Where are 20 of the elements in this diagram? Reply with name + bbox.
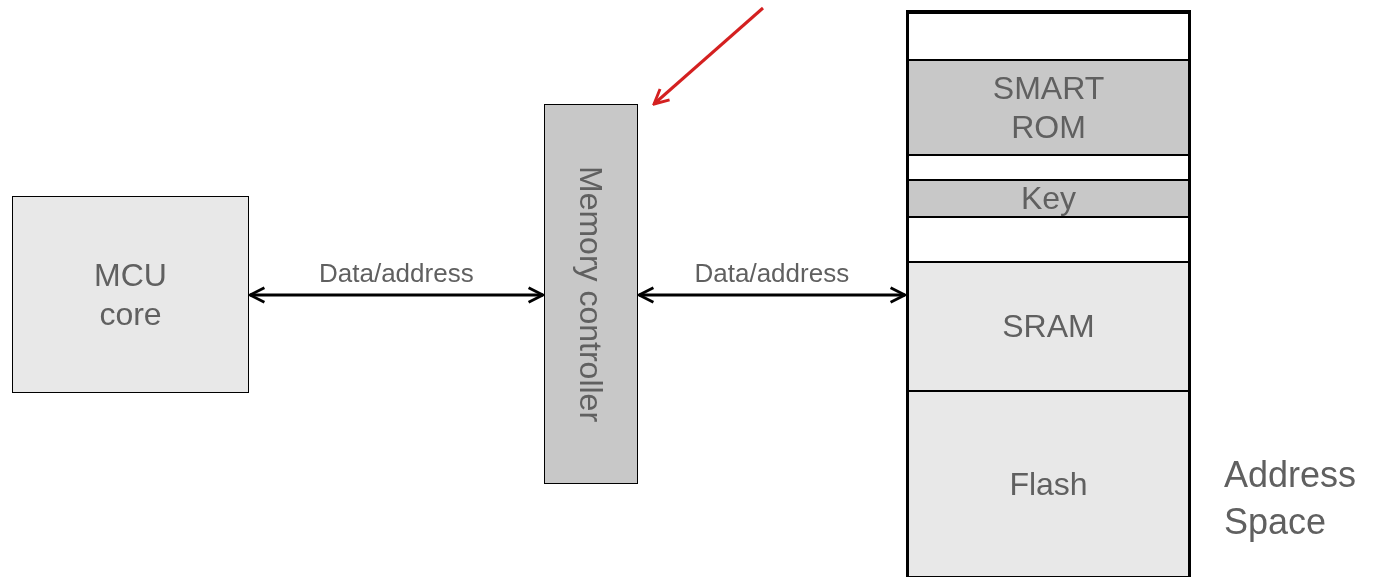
node-label: Key [1020, 179, 1077, 218]
memory-map-column [906, 10, 1191, 577]
empty-memory-segment [909, 13, 1188, 60]
controller-box [544, 104, 638, 484]
node-label: Flash [1009, 464, 1088, 504]
empty-memory-segment [909, 155, 1188, 180]
node-label: SMART ROM [991, 69, 1106, 146]
memory-segment [909, 391, 1188, 577]
memory-segment [909, 262, 1188, 391]
node-label: SRAM [1002, 307, 1095, 346]
memory-segment [909, 60, 1188, 155]
arrow [637, 286, 907, 304]
arrow [652, 6, 764, 106]
column-caption: Address Space [1224, 453, 1358, 544]
memory-segment [909, 180, 1188, 217]
node-label: MCU core [93, 256, 168, 333]
arrow [248, 286, 545, 304]
empty-memory-segment [909, 217, 1188, 262]
node-label: Memory controller [572, 165, 611, 423]
processor-box [12, 196, 249, 393]
